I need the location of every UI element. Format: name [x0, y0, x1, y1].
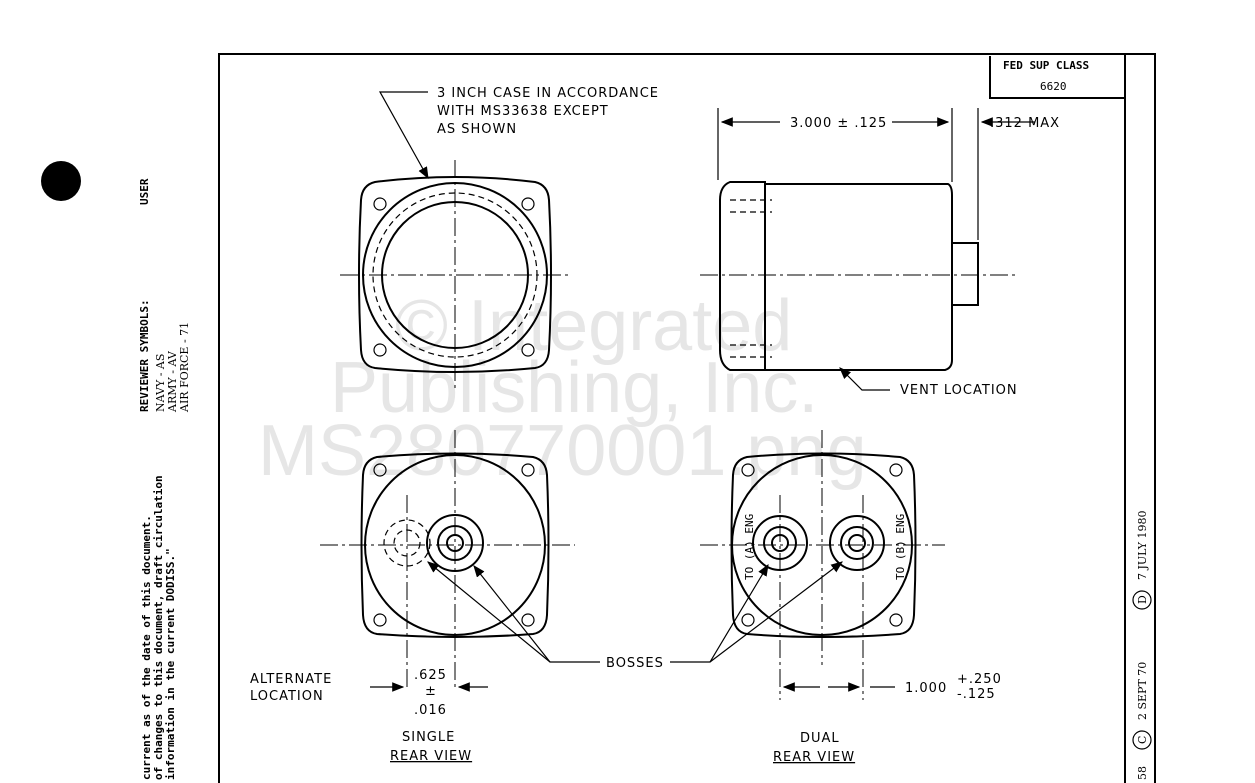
svg-text:AS SHOWN: AS SHOWN — [437, 122, 517, 137]
svg-text:TO (B) ENG: TO (B) ENG — [894, 514, 907, 580]
bosses-label: BOSSES — [606, 656, 664, 671]
svg-text:REVIEWER SYMBOLS:: REVIEWER SYMBOLS: — [138, 299, 151, 412]
svg-text:information in the current DOD: information in the current DODISS." — [164, 548, 177, 780]
front-view — [340, 160, 570, 390]
boss-height-dimension: .312 MAX — [990, 116, 1060, 131]
svg-text:58: 58 — [1136, 766, 1149, 780]
svg-text:MS280770001.png: MS280770001.png — [258, 411, 867, 491]
svg-text:7 JULY 1980: 7 JULY 1980 — [1136, 510, 1149, 580]
dual-tolerance-plus: +.250 — [957, 672, 1002, 687]
svg-text:DUAL: DUAL — [800, 731, 840, 746]
svg-text:SINGLE: SINGLE — [402, 730, 455, 745]
svg-text:AIR FORCE - 71: AIR FORCE - 71 — [178, 322, 191, 413]
fed-sup-class-value: 6620 — [1040, 80, 1067, 93]
fed-sup-class-label: FED SUP CLASS — [1003, 59, 1089, 72]
dual-tolerance-minus: -.125 — [957, 687, 996, 702]
svg-text:© Integrated: © Integrated — [395, 286, 792, 366]
single-rear-view — [320, 430, 575, 690]
revision-strip: 58 C 2 SEPT 70 D 7 JULY 1980 — [1132, 510, 1152, 780]
svg-text:of changes to this document, d: of changes to this document, draft circu… — [152, 475, 165, 780]
dual-view-title: DUAL REAR VIEW — [773, 731, 855, 765]
user-label: USER — [138, 178, 151, 205]
svg-text:.016: .016 — [414, 703, 447, 718]
vent-location-label: VENT LOCATION — [900, 383, 1018, 398]
svg-text:2 SEPT 70: 2 SEPT 70 — [1136, 662, 1149, 720]
dual-rear-view — [700, 430, 945, 700]
svg-text:current as of the date of this: current as of the date of this document. — [140, 515, 153, 780]
to-b-eng-label: TO (B) ENG — [894, 514, 907, 580]
svg-text:ALTERNATE: ALTERNATE — [250, 672, 332, 687]
length-dimension: 3.000 ± .125 — [790, 116, 887, 131]
svg-text:.625: .625 — [414, 668, 447, 683]
single-view-title: SINGLE REAR VIEW — [390, 730, 472, 764]
svg-text:C: C — [1136, 736, 1149, 744]
alternate-location-label: ALTERNATE LOCATION — [250, 672, 332, 704]
hole-punch — [41, 161, 81, 201]
svg-text:D: D — [1136, 595, 1149, 604]
svg-text:Publishing, Inc.: Publishing, Inc. — [330, 348, 818, 428]
svg-text:ARMY - AV: ARMY - AV — [166, 350, 179, 413]
sheet-border — [218, 53, 1156, 783]
to-a-eng-label: TO (A) ENG — [743, 514, 756, 580]
single-spacing-dimension: .625 ± .016 — [414, 668, 447, 718]
reviewer-symbols: REVIEWER SYMBOLS: NAVY - AS ARMY - AV AI… — [138, 299, 191, 413]
case-note: 3 INCH CASE IN ACCORDANCE WITH MS33638 E… — [378, 86, 659, 180]
distribution-note: current as of the date of this document.… — [140, 475, 177, 780]
svg-text:TO (A) ENG: TO (A) ENG — [743, 514, 756, 580]
svg-text:WITH MS33638 EXCEPT: WITH MS33638 EXCEPT — [437, 104, 609, 119]
svg-text:USER: USER — [138, 178, 151, 205]
bosses-leaders — [427, 561, 843, 663]
svg-text:NAVY - AS: NAVY - AS — [154, 354, 167, 412]
side-view — [700, 108, 1035, 391]
dual-spacing-dimension: 1.000 — [905, 681, 947, 696]
svg-text:LOCATION: LOCATION — [250, 689, 324, 704]
svg-text:REAR VIEW: REAR VIEW — [773, 750, 855, 765]
svg-text:3 INCH CASE IN ACCORDANCE: 3 INCH CASE IN ACCORDANCE — [437, 86, 659, 101]
svg-text:±: ± — [425, 684, 437, 699]
svg-text:REAR VIEW: REAR VIEW — [390, 749, 472, 764]
watermark: © Integrated Publishing, Inc. MS28077000… — [258, 286, 867, 491]
